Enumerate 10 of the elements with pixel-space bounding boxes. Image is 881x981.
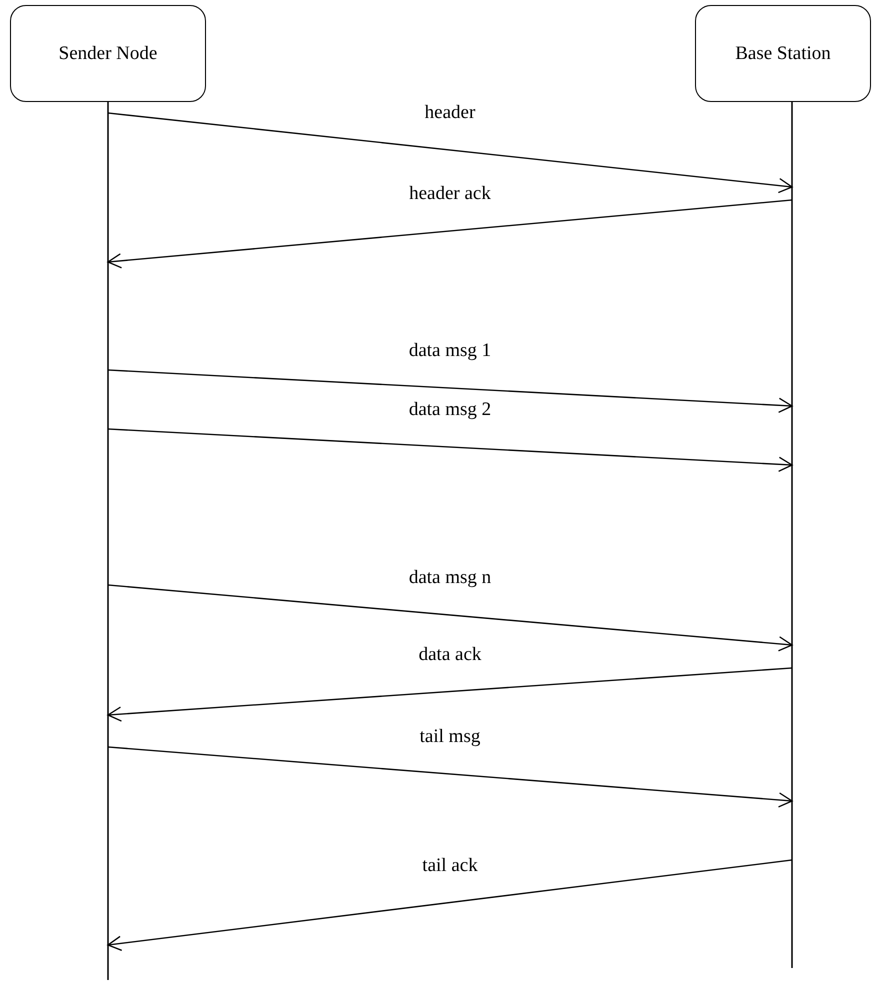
message-arrow — [107, 667, 792, 722]
message-arrow — [108, 584, 793, 652]
message-arrow — [108, 428, 793, 472]
message-arrow — [108, 369, 793, 413]
message-arrow — [108, 746, 793, 808]
message-arrow — [107, 199, 792, 268]
message-arrow — [107, 859, 792, 951]
message-arrow — [108, 112, 793, 194]
lifeline-header-box: Sender Node — [10, 5, 206, 102]
lifeline-header-box: Base Station — [695, 5, 871, 102]
